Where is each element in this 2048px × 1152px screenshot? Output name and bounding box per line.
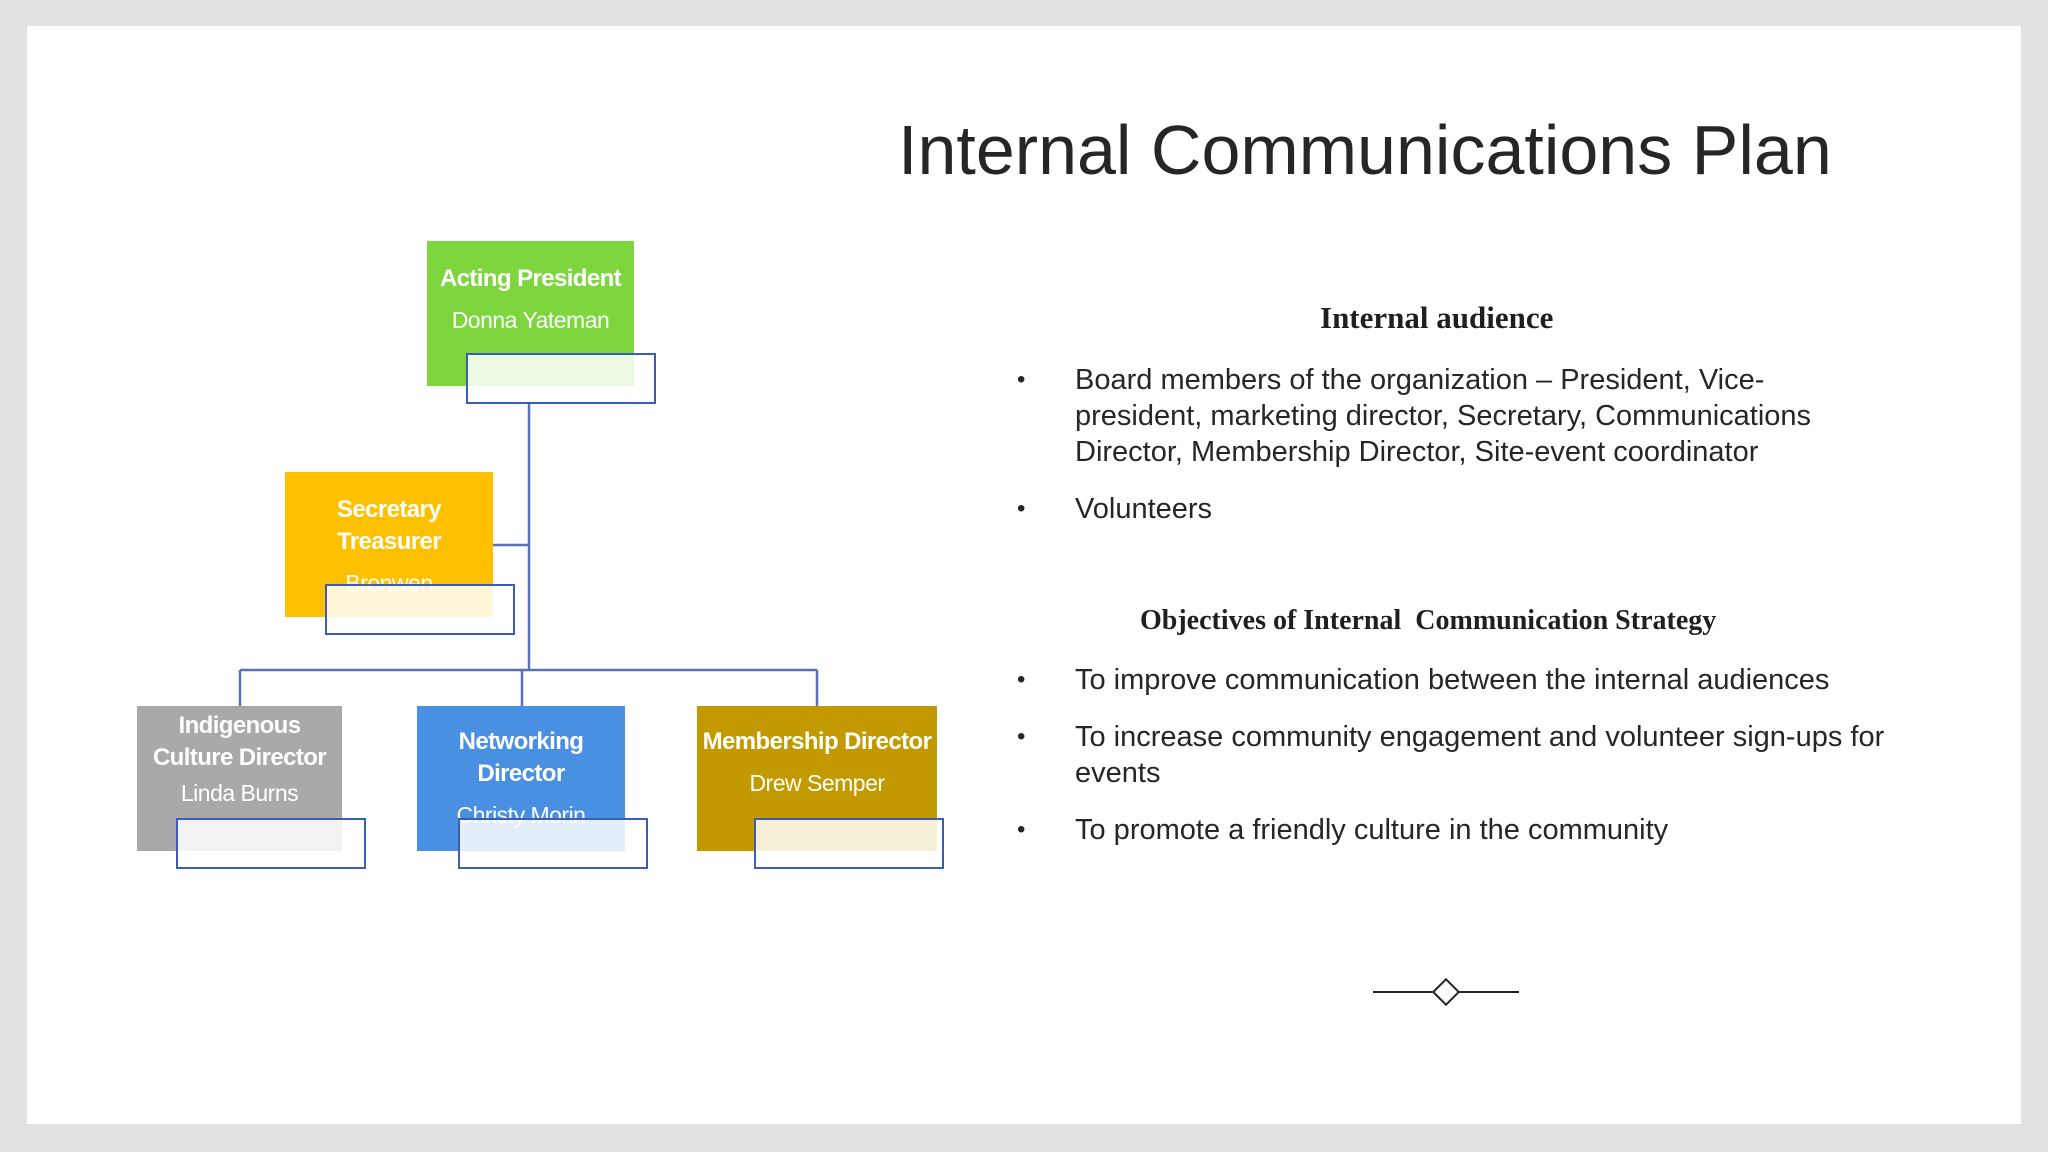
- list-item: • To promote a friendly culture in the c…: [1017, 812, 1915, 848]
- bullet-icon: •: [1017, 495, 1026, 522]
- bullet-icon: •: [1017, 366, 1026, 393]
- objectives-heading: Objectives of Internal Communication Str…: [1140, 605, 1717, 636]
- org-role: Acting President: [439, 265, 622, 292]
- org-role: Secretary Treasurer: [336, 496, 442, 555]
- list-item-text: Volunteers: [1075, 493, 1213, 525]
- org-name: Linda Burns: [180, 780, 299, 806]
- org-box-overlay: [458, 818, 648, 869]
- list-item-text: To improve communication between the int…: [1075, 664, 1830, 696]
- org-role: Networking Director: [458, 728, 584, 787]
- list-item: • Board members of the organization – Pr…: [1017, 362, 1875, 470]
- list-item: • To improve communication between the i…: [1017, 662, 1915, 698]
- divider-line-right: [1459, 991, 1519, 993]
- org-box-overlay: [176, 818, 366, 869]
- list-item-text: To promote a friendly culture in the com…: [1075, 814, 1669, 846]
- slide-title: Internal Communications Plan: [898, 111, 1832, 189]
- org-box-overlay: [325, 584, 515, 635]
- list-item: • Volunteers: [1017, 491, 1875, 527]
- objectives-list: • To improve communication between the i…: [1017, 662, 1915, 869]
- audience-heading: Internal audience: [1320, 300, 1554, 335]
- audience-list: • Board members of the organization – Pr…: [1017, 362, 1875, 527]
- bullet-icon: •: [1017, 666, 1026, 693]
- list-item-text: To increase community engagement and vol…: [1075, 721, 1885, 789]
- org-box-overlay: [466, 353, 656, 404]
- org-name: Donna Yateman: [451, 307, 610, 333]
- bullet-icon: •: [1017, 723, 1026, 750]
- org-name: Drew Semper: [749, 770, 885, 796]
- org-role: Membership Director: [702, 728, 932, 755]
- bullet-icon: •: [1017, 816, 1026, 843]
- org-role: Indigenous Culture Director: [152, 712, 327, 771]
- list-item: • To increase community engagement and v…: [1017, 719, 1915, 791]
- divider-line-left: [1373, 991, 1433, 993]
- list-item-text: Board members of the organization – Pres…: [1075, 364, 1812, 468]
- org-box-overlay: [754, 818, 944, 869]
